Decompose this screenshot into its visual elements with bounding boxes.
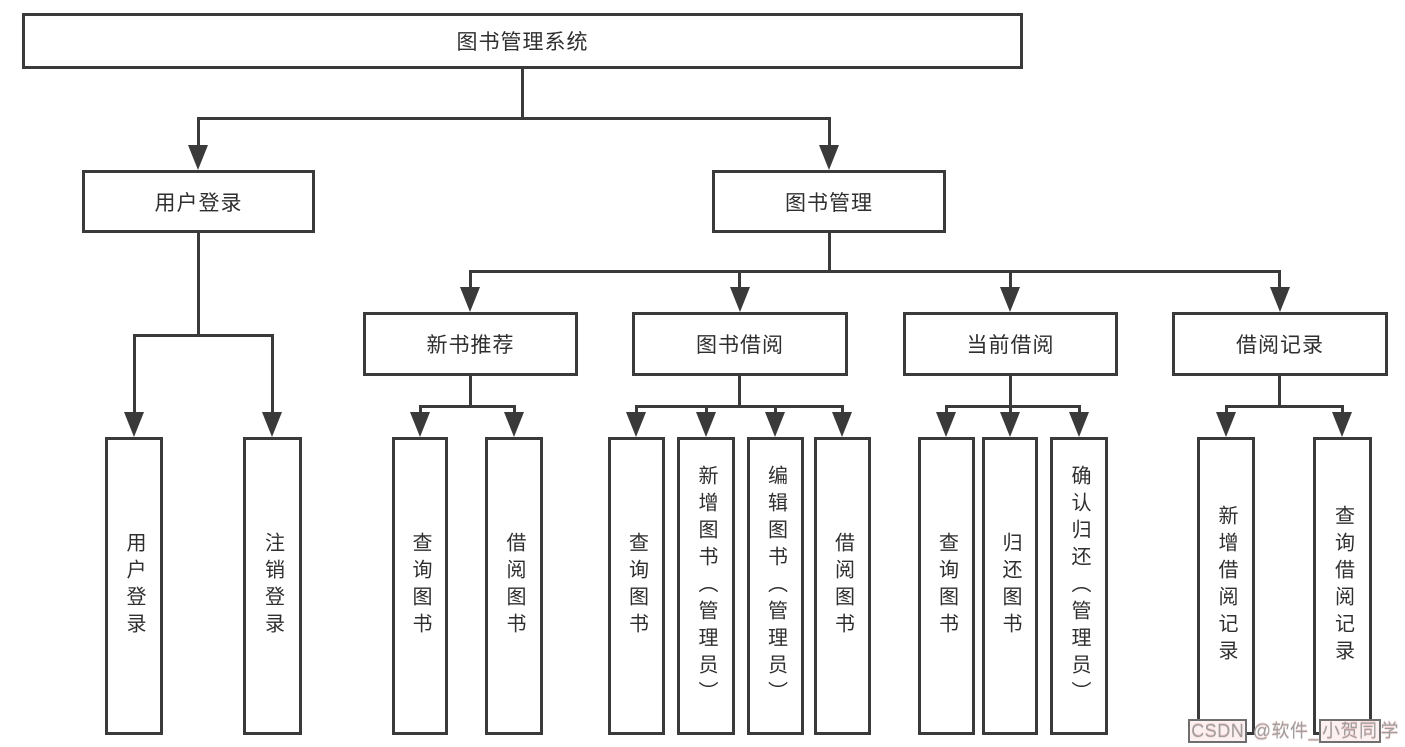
leaf-label: 借阅图书 xyxy=(831,532,854,640)
connector-records-branch xyxy=(1225,405,1344,408)
node-book-management: 图书管理 xyxy=(712,170,946,233)
node-new-book-recommend: 新书推荐 xyxy=(363,312,578,376)
csdn-logo-text: CSDN xyxy=(1188,719,1248,743)
arrow-down-icon xyxy=(1000,287,1020,312)
arrow-down-icon xyxy=(936,412,956,437)
connector-level3-branch xyxy=(469,270,1281,273)
connector-book-mgmt-stub xyxy=(828,233,831,272)
arrow-down-icon xyxy=(1270,287,1290,312)
leaf-query-borrow-record: 查询借阅记录 xyxy=(1313,437,1372,735)
leaf-label: 查询借阅记录 xyxy=(1331,505,1354,667)
connector-leaf xyxy=(1009,405,1012,414)
arrow-down-icon xyxy=(188,145,208,170)
connector-to-recommend xyxy=(469,270,472,290)
leaf-label: 查询图书 xyxy=(409,532,431,640)
connector-borrow-stub xyxy=(738,376,741,407)
connector-to-current xyxy=(1009,270,1012,290)
connector-leaf xyxy=(1078,405,1081,414)
arrow-down-icon xyxy=(504,412,524,437)
watermark-handle-prefix: @软件_ xyxy=(1247,721,1319,741)
node-user-login: 用户登录 xyxy=(82,170,315,233)
node-library-system: 图书管理系统 xyxy=(22,13,1023,69)
watermark-handle-suffix: 学 xyxy=(1380,721,1399,741)
leaf-confirm-return-admin: 确认归还（管理员） xyxy=(1050,437,1108,735)
arrow-down-icon xyxy=(124,412,144,437)
leaf-borrow-books-recommend: 借阅图书 xyxy=(485,437,543,735)
connector-to-leaf-logout xyxy=(271,334,274,413)
connector-leaf xyxy=(513,405,516,414)
arrow-down-icon xyxy=(1000,412,1020,437)
connector-login-branch xyxy=(133,334,274,337)
connector-to-book-management xyxy=(828,117,831,148)
connector-level2-branch xyxy=(197,117,831,120)
connector-leaf xyxy=(1225,405,1228,414)
connector-recommend-branch xyxy=(419,405,516,408)
connector-current-branch xyxy=(945,405,1080,408)
arrow-down-icon xyxy=(626,412,646,437)
leaf-label: 编辑图书（管理员） xyxy=(764,464,787,708)
connector-to-leaf-login xyxy=(133,334,136,413)
node-current-borrow: 当前借阅 xyxy=(903,312,1118,376)
leaf-label: 查询图书 xyxy=(625,532,648,640)
leaf-add-borrow-record: 新增借阅记录 xyxy=(1197,437,1255,735)
arrow-down-icon xyxy=(1216,412,1236,437)
connector-leaf xyxy=(841,405,844,414)
arrow-down-icon xyxy=(1069,412,1089,437)
leaf-label: 新增借阅记录 xyxy=(1215,505,1237,667)
watermark-author-name: 小贺同 xyxy=(1319,719,1381,743)
leaf-label: 确认归还（管理员） xyxy=(1068,464,1090,708)
csdn-watermark: CSDN @软件_小贺同学 xyxy=(1188,717,1399,743)
connector-leaf xyxy=(635,405,638,414)
leaf-label: 新增图书（管理员） xyxy=(695,464,717,708)
leaf-query-books-borrow: 查询图书 xyxy=(608,437,665,735)
arrow-down-icon xyxy=(765,412,785,437)
arrow-down-icon xyxy=(819,145,839,170)
arrow-down-icon xyxy=(696,412,716,437)
leaf-borrow-books: 借阅图书 xyxy=(814,437,871,735)
connector-root-stub xyxy=(521,69,524,119)
connector-borrow-branch xyxy=(635,405,844,408)
arrow-down-icon xyxy=(410,412,430,437)
leaf-query-books-recommend: 查询图书 xyxy=(392,437,448,735)
arrow-down-icon xyxy=(262,412,282,437)
leaf-query-books-current: 查询图书 xyxy=(918,437,975,735)
connector-to-records xyxy=(1278,270,1281,290)
connector-leaf xyxy=(419,405,422,414)
arrow-down-icon xyxy=(832,412,852,437)
connector-records-stub xyxy=(1278,376,1281,407)
arrow-down-icon xyxy=(730,287,750,312)
arrow-down-icon xyxy=(460,287,480,312)
leaf-label: 归还图书 xyxy=(999,532,1021,640)
leaf-label: 注销登录 xyxy=(261,532,284,640)
leaf-logout: 注销登录 xyxy=(243,437,302,735)
connector-user-login-stub xyxy=(197,233,200,334)
connector-to-borrow xyxy=(738,270,741,290)
leaf-user-login: 用户登录 xyxy=(105,437,163,735)
connector-leaf xyxy=(945,405,948,414)
arrow-down-icon xyxy=(1332,412,1352,437)
leaf-label: 借阅图书 xyxy=(503,532,525,640)
connector-leaf xyxy=(774,405,777,414)
leaf-add-books-admin: 新增图书（管理员） xyxy=(677,437,735,735)
leaf-label: 查询图书 xyxy=(935,532,958,640)
connector-current-stub xyxy=(1009,376,1012,407)
leaf-label: 用户登录 xyxy=(123,532,145,640)
connector-recommend-stub xyxy=(469,376,472,407)
leaf-return-books: 归还图书 xyxy=(982,437,1038,735)
node-borrow-records: 借阅记录 xyxy=(1172,312,1388,376)
leaf-edit-books-admin: 编辑图书（管理员） xyxy=(747,437,804,735)
connector-leaf xyxy=(705,405,708,414)
node-book-borrow: 图书借阅 xyxy=(632,312,848,376)
connector-to-user-login xyxy=(197,117,200,148)
connector-leaf xyxy=(1341,405,1344,414)
